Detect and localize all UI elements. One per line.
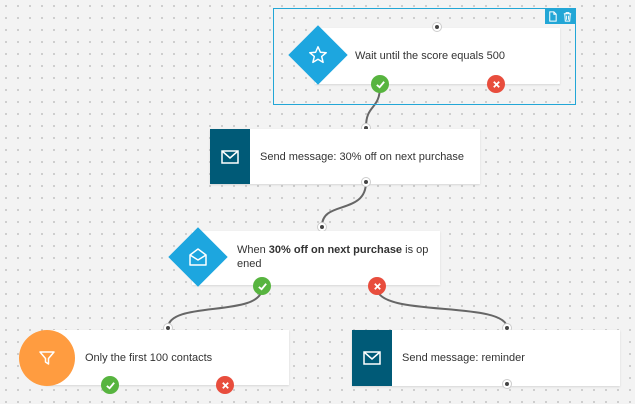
- close-icon: [373, 282, 381, 290]
- send-reminder-icon-box[interactable]: [352, 330, 392, 386]
- wait-score-input-port[interactable]: [432, 22, 442, 32]
- first-contacts-yes-button[interactable]: [101, 376, 119, 394]
- page-icon[interactable]: [547, 11, 558, 22]
- first-contacts-no-button[interactable]: [216, 376, 234, 394]
- wait-score-yes-button[interactable]: [371, 75, 389, 93]
- trash-icon[interactable]: [562, 11, 573, 22]
- first-contacts-label: Only the first 100 contacts: [85, 352, 213, 364]
- send-reminder-output-port[interactable]: [502, 379, 512, 389]
- wait-score-no-button[interactable]: [487, 75, 505, 93]
- first-contacts-node[interactable]: Only the first 100 contacts: [45, 330, 289, 385]
- open-envelope-icon: [189, 248, 207, 266]
- envelope-icon: [221, 149, 239, 164]
- when-opened-line2: ened: [237, 258, 262, 270]
- wait-score-label: Wait until the score equals 500: [355, 50, 506, 62]
- selection-toolbar[interactable]: [545, 9, 575, 24]
- when-opened-bold: 30% off on next purchase: [268, 244, 403, 256]
- first-contacts-icon-circle[interactable]: [19, 330, 75, 386]
- check-icon: [375, 80, 385, 89]
- when-opened-prefix: When: [237, 244, 269, 256]
- when-opened-yes-button[interactable]: [253, 277, 271, 295]
- connector-no-to-reminder: [376, 287, 508, 329]
- connector-yes-to-filter: [167, 287, 263, 329]
- check-icon: [257, 282, 267, 291]
- close-icon: [492, 80, 500, 88]
- when-opened-suffix: is op: [402, 244, 429, 256]
- when-opened-label: When 30% off on next purchase is op ened: [237, 243, 428, 271]
- send-offer-output-port[interactable]: [361, 177, 371, 187]
- send-reminder-node[interactable]: Send message: reminder: [352, 330, 620, 386]
- send-offer-icon-box[interactable]: [210, 129, 250, 184]
- send-reminder-label: Send message: reminder: [402, 352, 525, 364]
- connector-send-to-when: [321, 181, 367, 227]
- filter-icon: [39, 351, 55, 365]
- check-icon: [105, 381, 115, 390]
- when-opened-no-button[interactable]: [368, 277, 386, 295]
- close-icon: [221, 381, 229, 389]
- when-opened-node[interactable]: When 30% off on next purchase is op ened: [192, 231, 440, 285]
- envelope-icon: [363, 351, 381, 365]
- send-offer-node[interactable]: Send message: 30% off on next purchase: [210, 129, 480, 184]
- send-offer-label: Send message: 30% off on next purchase: [260, 151, 465, 163]
- star-icon: [309, 46, 327, 64]
- wait-score-node[interactable]: Wait until the score equals 500: [315, 28, 560, 84]
